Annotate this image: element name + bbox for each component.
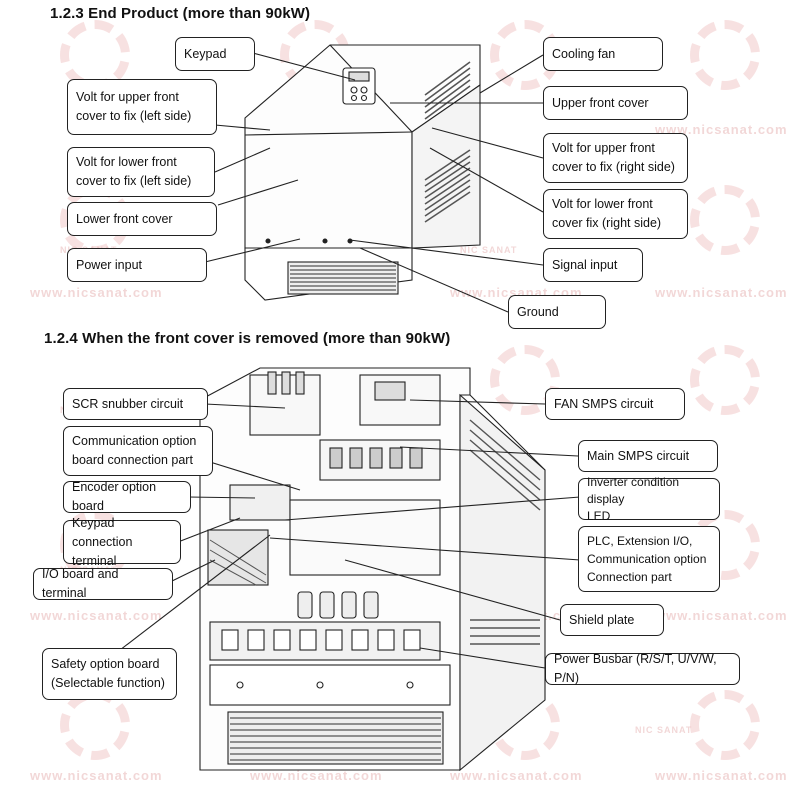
callout-shield-plate: Shield plate [560,604,664,636]
callout-volt-lower-right: Volt for lower front cover fix (right si… [543,189,688,239]
callout-safety-option: Safety option board (Selectable function… [42,648,177,700]
watermark-gear-icon [690,690,760,760]
callout-fan-smps: FAN SMPS circuit [545,388,685,420]
callout-signal-input: Signal input [543,248,643,282]
leader-lines-bottom [119,399,581,669]
callout-scr-snubber: SCR snubber circuit [63,388,208,420]
callout-upper-front-cover: Upper front cover [543,86,688,120]
callout-keypad: Keypad [175,37,255,71]
leader-lines-top [204,52,544,313]
callout-main-smps: Main SMPS circuit [578,440,718,472]
callout-ground: Ground [508,295,606,329]
callout-comm-option-board: Communication option board connection pa… [63,426,213,476]
callout-power-input: Power input [67,248,207,282]
inverter-cover-removed [199,367,546,772]
callout-power-busbar: Power Busbar (R/S/T, U/V/W, P/N) [545,652,740,685]
callout-io-board: I/O board and terminal [33,567,173,600]
callout-plc-extension: PLC, Extension I/O, Communication option… [578,526,720,592]
callout-lower-front-cover: Lower front cover [67,202,217,236]
callout-volt-lower-left: Volt for lower front cover to fix (left … [67,147,215,197]
section-title-cover-removed: 1.2.4 When the front cover is removed (m… [44,330,451,347]
callout-inverter-led: Inverter condition display LED [578,475,720,523]
callout-cooling-fan: Cooling fan [543,37,663,71]
inverter-end-product [244,44,481,301]
watermark-gear-icon [690,185,760,255]
section-title-end-product: 1.2.3 End Product (more than 90kW) [50,5,311,22]
watermark-gear-icon [490,345,560,415]
callout-volt-upper-left: Volt for upper front cover to fix (left … [67,79,217,135]
callout-encoder-option: Encoder option board [63,480,191,513]
callout-volt-upper-right: Volt for upper front cover to fix (right… [543,133,688,183]
watermark-gear-icon [690,345,760,415]
callout-keypad-terminal: Keypad connection terminal [63,516,181,568]
watermark-gear-icon [690,20,760,90]
